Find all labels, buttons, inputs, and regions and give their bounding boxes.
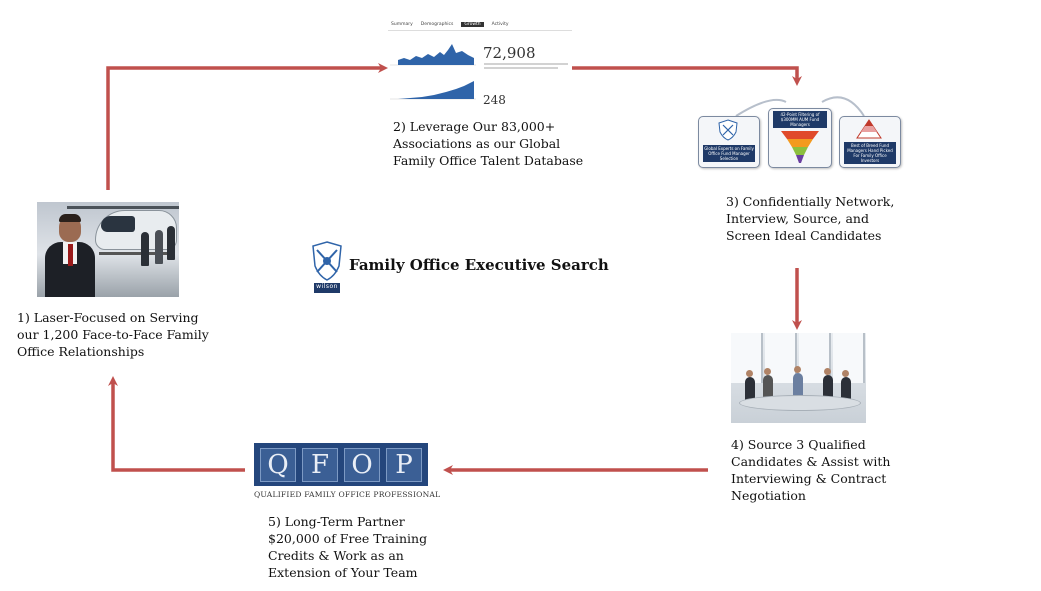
step1-caption: 1) Laser-Focused on Serving our 1,200 Fa… [17,310,209,359]
process-label: Best of Breed Fund Managers Hand Picked … [844,142,896,164]
logo-wordmark: wilson [316,283,338,290]
qfop-letter: F [302,447,338,482]
step2-dashboard-screenshot: Summary Demographics Growth Activity 72,… [388,20,572,107]
shield-icon [718,119,738,141]
qfop-logo: Q F O P [254,443,428,486]
step3-process-graphic: Global Experts on Family Office Fund Man… [696,90,902,168]
dashboard-tab: Activity [491,22,509,27]
step5-caption: 5) Long-Term Partner $20,000 of Free Tra… [268,514,428,580]
wilson-shield-logo [312,241,342,293]
process-box-experts: Global Experts on Family Office Fund Man… [698,116,760,168]
dashboard-top-sparkline [390,44,476,66]
step3-caption: 3) Confidentially Network, Interview, So… [726,194,895,243]
qfop-letter: Q [260,447,296,482]
dashboard-tab: Demographics [420,22,454,27]
qfop-subtitle: QUALIFIED FAMILY OFFICE PROFESSIONAL [254,490,441,499]
dashboard-tab: Summary [391,22,413,27]
step4-meeting-photo [731,333,866,423]
pyramid-icon [856,119,882,139]
qfop-letter: O [344,447,380,482]
funnel-icon [781,131,819,163]
arrow-1-to-2 [106,63,388,190]
arrow-5-to-1 [108,376,245,472]
process-label: Global Experts on Family Office Fund Man… [703,145,755,162]
process-label: 42-Point Filtering of $300MM AUM Fund Ma… [773,111,827,128]
arrow-2-to-3 [572,66,802,86]
process-connector-arcs [735,96,865,117]
page-title: Family Office Executive Search [349,256,609,274]
step1-executive-photo [37,202,179,297]
process-box-best-of-breed: Best of Breed Fund Managers Hand Picked … [839,116,901,168]
dashboard-tabs: Summary Demographics Growth Activity [391,22,509,27]
dashboard-bottom-value: 248 [483,93,506,107]
step2-caption: 2) Leverage Our 83,000+ Associations as … [393,119,584,168]
process-box-filtering: 42-Point Filtering of $300MM AUM Fund Ma… [768,108,832,168]
step4-caption: 4) Source 3 Qualified Candidates & Assis… [731,437,891,503]
dashboard-bottom-sparkline [390,81,476,100]
dashboard-top-value: 72,908 [483,44,536,62]
dashboard-tab-active: Growth [461,22,484,27]
qfop-letter: P [386,447,422,482]
